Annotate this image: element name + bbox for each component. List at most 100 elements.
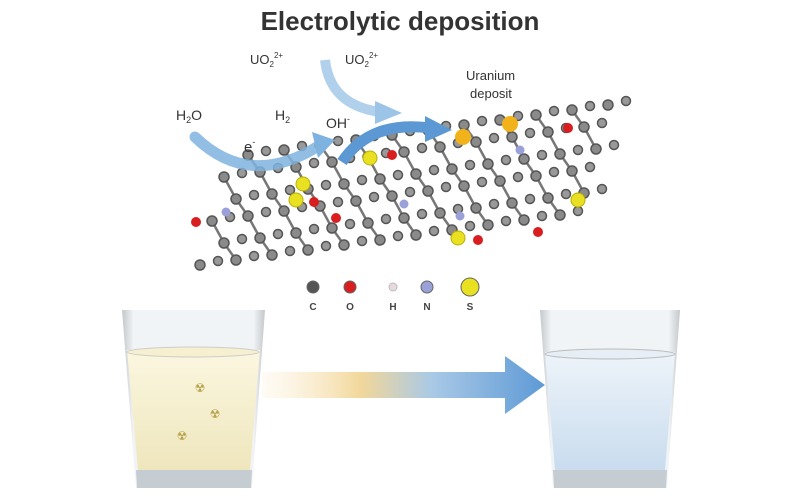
carbon-atom bbox=[596, 117, 608, 129]
carbon-atom bbox=[398, 212, 410, 224]
uo2-left-label: UO22+ bbox=[250, 51, 283, 69]
carbon-atom bbox=[356, 174, 368, 186]
oh-arrow bbox=[337, 121, 431, 166]
carbon-atom bbox=[230, 254, 242, 266]
carbon-atom bbox=[572, 205, 584, 217]
carbon-atom bbox=[458, 180, 470, 192]
electron-arrow bbox=[189, 131, 326, 172]
carbon-atom bbox=[524, 193, 536, 205]
carbon-atom bbox=[518, 153, 530, 165]
carbon-atom bbox=[278, 144, 290, 156]
carbon-atom bbox=[374, 173, 386, 185]
carbon-atom bbox=[206, 215, 218, 227]
carbon-atom bbox=[242, 210, 254, 222]
carbon-atom bbox=[608, 139, 620, 151]
carbon-atom bbox=[446, 163, 458, 175]
contaminated-water bbox=[127, 350, 260, 470]
oxygen-atom bbox=[331, 213, 341, 223]
carbon-atom bbox=[530, 109, 542, 121]
carbon-atom bbox=[398, 146, 410, 158]
carbon-atom bbox=[566, 104, 578, 116]
carbon-atom bbox=[284, 245, 296, 257]
carbon-atom bbox=[584, 161, 596, 173]
carbon-atom bbox=[194, 259, 206, 271]
uo2-arrowhead bbox=[375, 101, 402, 124]
carbon-atom bbox=[212, 255, 224, 267]
carbon-atom bbox=[560, 188, 572, 200]
oxygen-atom bbox=[563, 123, 573, 133]
carbon-atom bbox=[464, 159, 476, 171]
carbon-atom bbox=[326, 222, 338, 234]
carbon-atom bbox=[308, 223, 320, 235]
legend-label-n: N bbox=[423, 302, 430, 313]
carbon-atom bbox=[404, 186, 416, 198]
radiation-icon: ☢ bbox=[210, 407, 221, 421]
carbon-atom bbox=[428, 164, 440, 176]
carbon-atom bbox=[482, 219, 494, 231]
carbon-atom bbox=[248, 189, 260, 201]
carbon-atom bbox=[530, 170, 542, 182]
carbon-atom bbox=[506, 131, 518, 143]
carbon-atom bbox=[554, 148, 566, 160]
carbon-atom bbox=[266, 188, 278, 200]
legend-swatch-n bbox=[420, 280, 434, 294]
carbon-atom bbox=[542, 192, 554, 204]
carbon-atom bbox=[518, 214, 530, 226]
radiation-icon: ☢ bbox=[177, 429, 188, 443]
uranium-deposit-label-1: Uranium bbox=[466, 68, 515, 83]
carbon-atom bbox=[350, 195, 362, 207]
carbon-atom bbox=[566, 165, 578, 177]
carbon-atom bbox=[542, 126, 554, 138]
sulfur-atom bbox=[570, 192, 586, 208]
oxygen-atom bbox=[473, 235, 483, 245]
oxygen-atom bbox=[309, 197, 319, 207]
carbon-atom bbox=[308, 157, 320, 169]
legend-swatch-c bbox=[306, 280, 320, 294]
carbon-atom bbox=[338, 178, 350, 190]
carbon-atom bbox=[284, 184, 296, 196]
carbon-atom bbox=[422, 185, 434, 197]
carbon-atom bbox=[596, 183, 608, 195]
electron-arrowhead bbox=[312, 132, 335, 158]
carbon-atom bbox=[536, 149, 548, 161]
carbon-atom bbox=[392, 230, 404, 242]
nitrogen-atom bbox=[399, 199, 409, 209]
carbon-atom bbox=[554, 209, 566, 221]
nitrogen-atom bbox=[221, 207, 231, 217]
carbon-atom bbox=[470, 136, 482, 148]
legend-label-o: O bbox=[346, 302, 354, 313]
oxygen-atom bbox=[533, 227, 543, 237]
radiation-icon: ☢ bbox=[195, 381, 206, 395]
carbon-atom bbox=[278, 205, 290, 217]
carbon-atom bbox=[620, 95, 632, 107]
carbon-atom bbox=[218, 237, 230, 249]
uranium-atom bbox=[502, 116, 518, 132]
carbon-atom bbox=[374, 234, 386, 246]
carbon-atom bbox=[260, 206, 272, 218]
carbon-atom bbox=[434, 207, 446, 219]
carbon-atom bbox=[488, 132, 500, 144]
carbon-atom bbox=[512, 110, 524, 122]
oh-label: OH- bbox=[326, 114, 350, 131]
carbon-atom bbox=[320, 240, 332, 252]
carbon-atom bbox=[266, 249, 278, 261]
carbon-atom bbox=[584, 100, 596, 112]
title: Electrolytic deposition bbox=[261, 6, 540, 36]
electron-label: e- bbox=[244, 137, 255, 156]
carbon-atom bbox=[464, 220, 476, 232]
h2-label: H2 bbox=[275, 107, 290, 125]
carbon-atom bbox=[524, 127, 536, 139]
carbon-atom bbox=[488, 198, 500, 210]
oxygen-atom bbox=[387, 150, 397, 160]
legend-label-h: H bbox=[389, 302, 396, 313]
legend-swatch-s bbox=[460, 277, 480, 297]
sulfur-atom bbox=[295, 176, 311, 192]
nitrogen-atom bbox=[455, 211, 465, 221]
carbon-atom bbox=[548, 105, 560, 117]
carbon-atom bbox=[332, 196, 344, 208]
carbon-atom bbox=[458, 119, 470, 131]
carbon-atom bbox=[440, 181, 452, 193]
carbon-atom bbox=[500, 154, 512, 166]
